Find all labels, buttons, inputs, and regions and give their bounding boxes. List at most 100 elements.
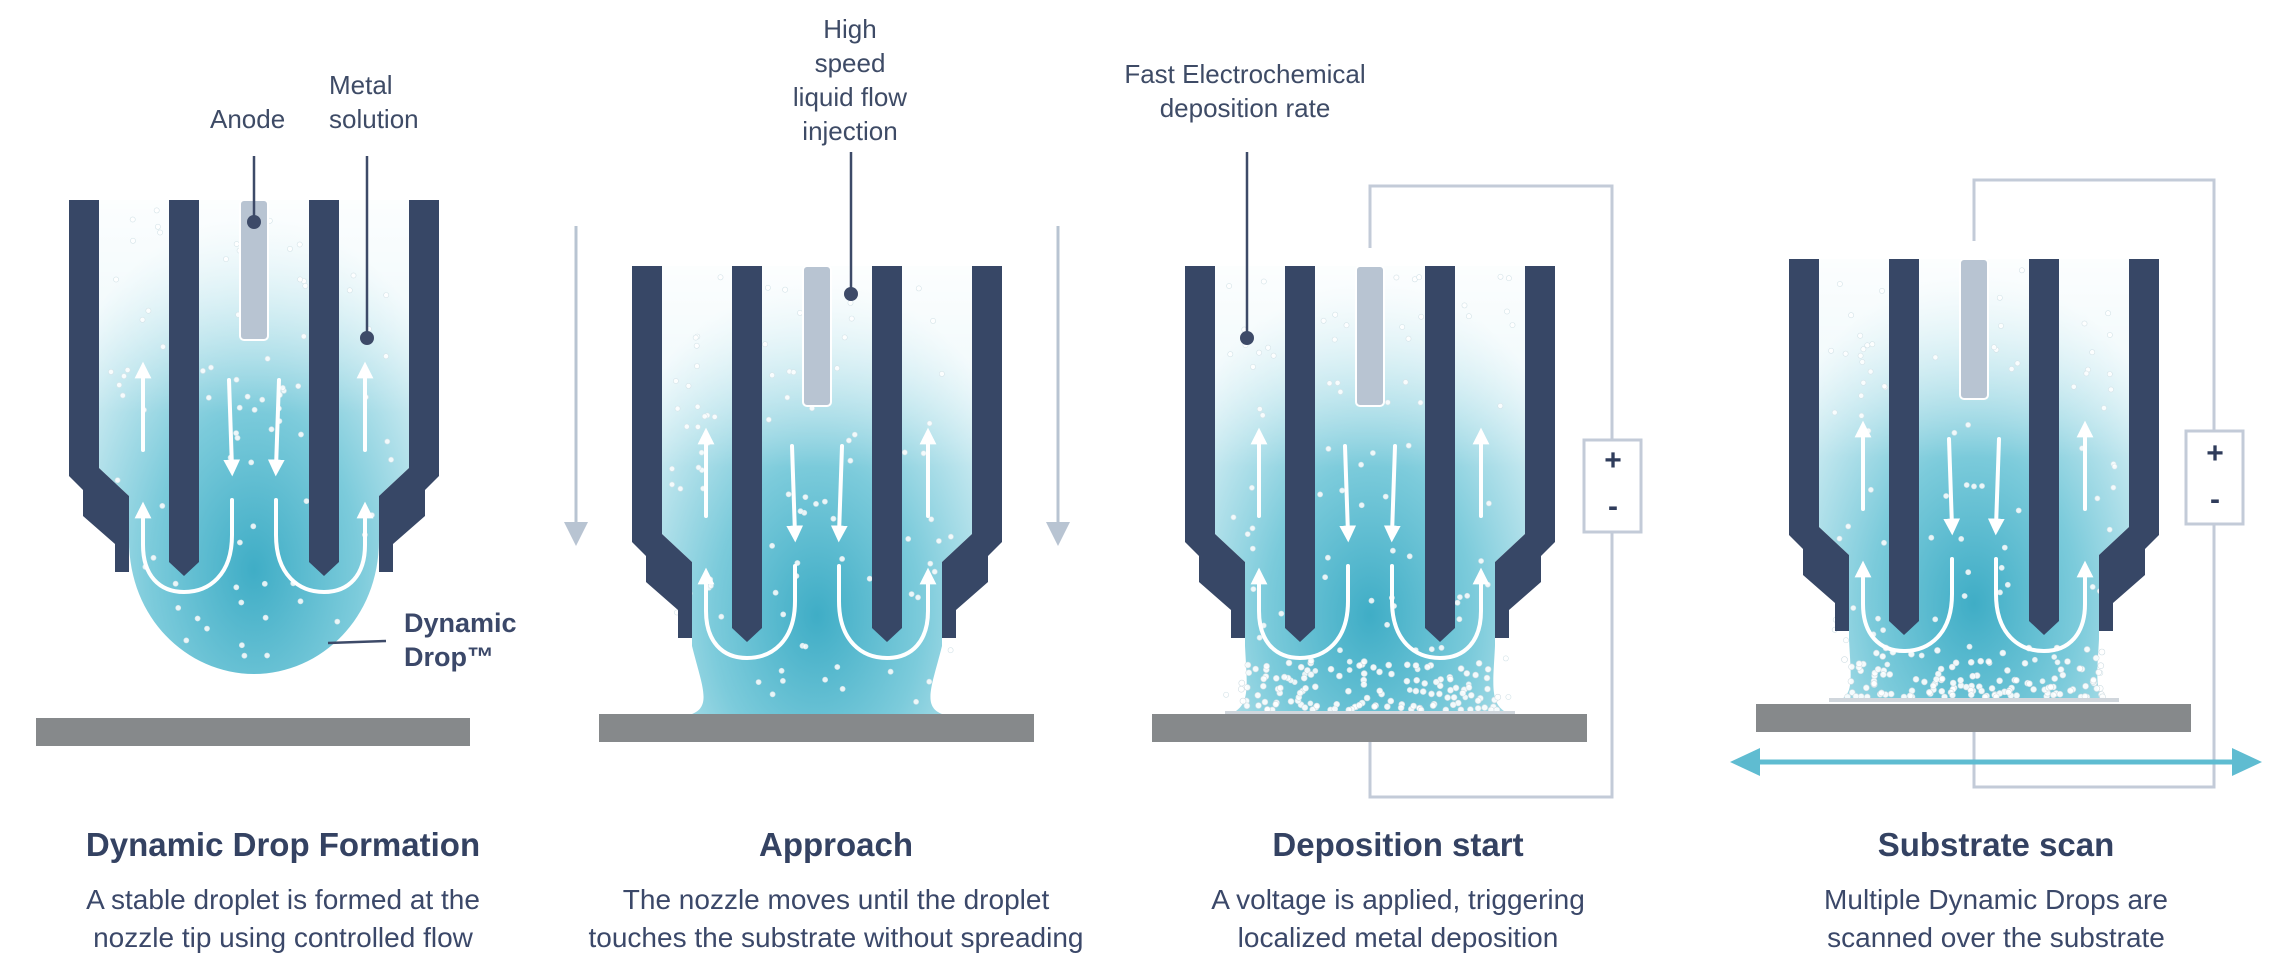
particle: [2106, 526, 2113, 533]
particle: [1259, 412, 1266, 419]
approach-arrow-head: [564, 522, 588, 546]
particle: [1831, 409, 1838, 416]
particle: [1324, 554, 1331, 561]
particle: [701, 413, 708, 420]
particle: [2039, 678, 2046, 685]
particle: [1864, 342, 1871, 349]
particle: [866, 575, 873, 582]
deposited-particle: [1870, 680, 1878, 687]
particle: [2083, 370, 2090, 377]
deposited-particle: [1273, 674, 1280, 682]
deposited-particle: [1463, 670, 1471, 677]
particle: [1965, 569, 1972, 576]
particle: [108, 368, 114, 375]
substrate: [1756, 704, 2191, 732]
particle: [1332, 311, 1339, 318]
deposited-particle: [1847, 678, 1855, 685]
deposited-particle: [1263, 662, 1270, 670]
particle: [851, 431, 858, 438]
flow-arrows: [1854, 420, 2094, 654]
particle: [2004, 581, 2011, 588]
particle: [1478, 558, 1484, 564]
flow-arrow-uturn: [1390, 564, 1490, 661]
particle: [124, 367, 131, 373]
callout-metal-solution-line1: Metal: [329, 70, 393, 100]
deposited-particle: [1949, 679, 1957, 687]
deposited-particle: [1483, 674, 1491, 682]
particle: [1456, 594, 1463, 600]
particle: [1966, 643, 1973, 650]
nozzle-inner-wall-right: [309, 200, 339, 576]
particle: [1971, 483, 1977, 490]
particle: [1880, 627, 1886, 633]
nozzle-inner-wall-left: [1285, 266, 1315, 642]
deposited-particle: [1287, 698, 1295, 705]
deposited-particle: [1967, 658, 1975, 666]
particle: [901, 449, 908, 456]
deposited-particle: [1450, 694, 1458, 701]
callout-fast-deposition-rate: Fast Electrochemical deposition rate: [1110, 57, 1380, 125]
particle: [1857, 332, 1864, 339]
particle: [813, 500, 819, 507]
nozzle-inner-wall-left: [1889, 259, 1919, 635]
deposited-particle: [1474, 705, 1482, 712]
step-title-approach: Approach: [758, 826, 914, 863]
flow-arrow-uturn: [1994, 557, 2094, 654]
particle: [769, 372, 775, 379]
particle: [155, 223, 161, 230]
deposited-particle: [2004, 667, 2011, 674]
deposited-particle: [1419, 688, 1427, 695]
particle: [1223, 691, 1229, 698]
nozzle-outer-wall-right: [379, 200, 439, 572]
deposited-particle: [1376, 687, 1383, 695]
deposited-particle: [1410, 702, 1417, 710]
particle: [113, 276, 119, 283]
substrate: [1152, 714, 1587, 742]
deposited-particle: [1312, 683, 1319, 691]
particle: [368, 512, 375, 518]
deposited-particle: [1447, 686, 1454, 694]
particle: [669, 481, 675, 488]
deposited-particle: [1926, 688, 1933, 696]
deposited-particle: [2050, 691, 2057, 699]
particle: [683, 423, 690, 430]
particle: [692, 334, 699, 341]
step-desc-line2: scanned over the substrate: [1827, 922, 2165, 953]
particle: [1230, 514, 1237, 521]
deposited-particle: [1272, 700, 1280, 708]
deposited-particle: [1952, 659, 1960, 667]
particle: [1461, 302, 1468, 309]
particle: [157, 229, 163, 236]
particle: [797, 310, 803, 316]
particle: [1502, 655, 1509, 662]
particle: [1250, 586, 1257, 592]
deposited-particle: [1938, 687, 1946, 695]
deposited-particle: [2013, 692, 2020, 699]
particle: [251, 406, 258, 413]
particle: [928, 516, 935, 523]
step-desc-deposition: A voltage is applied, triggering localiz…: [1211, 881, 1585, 957]
deposited-particle: [1384, 703, 1391, 711]
deposited-particle: [1985, 658, 1992, 665]
circuit-wire: [1368, 532, 1614, 799]
particle: [1961, 593, 1968, 599]
particle: [1320, 317, 1327, 324]
particle: [1368, 597, 1375, 604]
particle: [1991, 344, 1997, 351]
particle: [268, 426, 275, 433]
flow-arrow-down: [267, 378, 285, 477]
particle: [1497, 402, 1504, 409]
particle: [208, 364, 214, 371]
particle: [802, 494, 809, 500]
deposited-particle: [1260, 682, 1267, 690]
deposited-particle: [1281, 673, 1288, 681]
nozzle-outer-wall-right: [1495, 266, 1555, 638]
particle: [1417, 399, 1424, 406]
particle: [2111, 463, 2118, 470]
power-minus-sign: -: [2210, 483, 2220, 516]
particle: [779, 677, 786, 684]
deposited-particles: [1841, 644, 2106, 701]
deposited-particle: [1855, 660, 1863, 668]
deposited-particle: [1297, 663, 1305, 671]
